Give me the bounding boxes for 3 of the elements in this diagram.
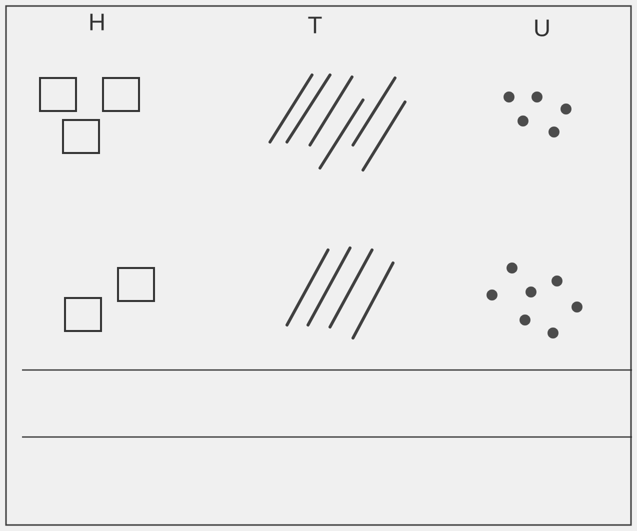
- column-heading: U: [535, 20, 549, 36]
- column-heading: T: [308, 16, 322, 34]
- column-heading: H: [90, 14, 104, 30]
